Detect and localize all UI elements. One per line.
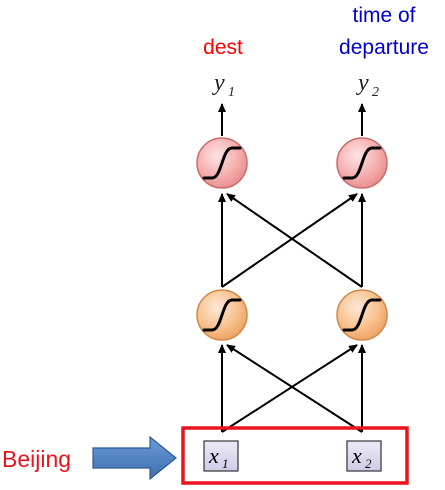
output-neuron-1	[196, 137, 248, 189]
output-1-label: dest	[203, 36, 243, 59]
svg-text:2: 2	[365, 456, 372, 471]
svg-text:x: x	[351, 443, 362, 468]
sigmoid-curve-icon	[202, 298, 242, 332]
svg-text:y: y	[356, 70, 369, 96]
svg-text:x: x	[208, 443, 219, 468]
output-2-label-line1: time of	[352, 4, 415, 27]
svg-text:2: 2	[372, 85, 379, 100]
hidden-output-connections	[218, 193, 366, 288]
sigmoid-curve-icon	[342, 298, 382, 332]
svg-text:1: 1	[228, 85, 235, 100]
input-node-2: x 2	[346, 440, 382, 472]
sigmoid-curve-icon	[202, 146, 242, 180]
hidden-neuron-2	[336, 289, 388, 341]
input-hidden-connections	[218, 344, 366, 433]
svg-text:y: y	[212, 70, 225, 96]
svg-text:1: 1	[222, 456, 229, 471]
input-node-1: x 1	[203, 440, 239, 472]
output-2-variable: y 2	[356, 70, 379, 100]
output-1-variable: y 1	[212, 70, 235, 100]
output-neuron-2	[336, 137, 388, 189]
source-label: Beijing	[2, 446, 71, 472]
hidden-neuron-1	[196, 289, 248, 341]
sigmoid-curve-icon	[342, 146, 382, 180]
right-arrow-icon	[92, 435, 177, 481]
output-2-label-line2: departure	[339, 36, 429, 59]
input-layer-box	[181, 426, 409, 485]
